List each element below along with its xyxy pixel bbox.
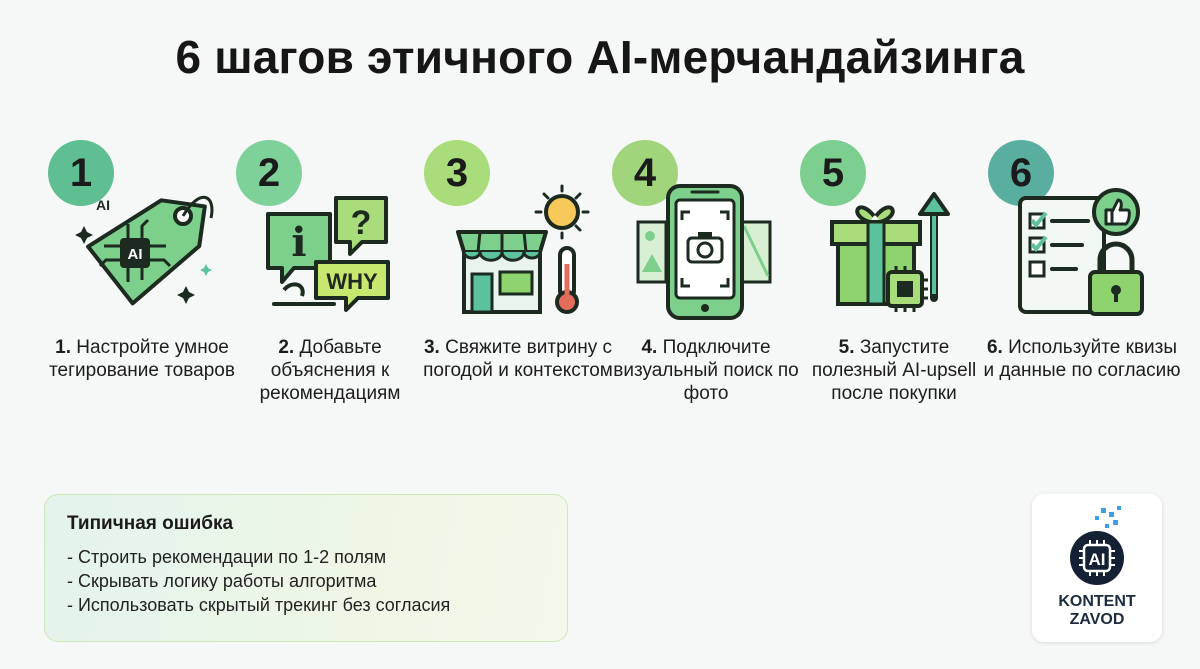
page-title: 6 шагов этичного AI-мерчандайзинга [175, 31, 1025, 83]
step-number-badge: 5 [800, 140, 866, 206]
step-description: 5. Запустите полезный AI-upsell после по… [811, 337, 977, 404]
mistake-item: - Строить рекомендации по 1-2 полям [67, 547, 387, 567]
step-6: 6 6. Используйте квизы и данные по согла… [984, 140, 1180, 440]
step-description: 1. Настройте умное тегирование товаров [49, 337, 235, 381]
step-2: 2 i ? WHY 2. Добавьте объяснения к реком… [236, 140, 424, 440]
tag-chip-text: AI [128, 246, 143, 263]
mistake-item: - Скрывать логику работы алгоритма [67, 571, 377, 591]
step-description: 6. Используйте квизы и данные по согласи… [983, 337, 1181, 381]
step-number-badge: 2 [236, 140, 302, 206]
step-description: 4. Подключите визуальный поиск по фото [613, 337, 799, 404]
step-number-badge: 6 [988, 140, 1054, 206]
explanation-bubbles-icon: i ? WHY [254, 176, 404, 326]
step-number-badge: 3 [424, 140, 490, 206]
logo-chip-text: AI [1089, 550, 1106, 569]
why-bubble-text: WHY [326, 269, 378, 294]
step-number-badge: 1 [48, 140, 114, 206]
phone-camera-icon [630, 176, 780, 326]
mistakes-title: Типичная ошибка [67, 513, 234, 534]
logo-text: KONTENT ZAVOD [1032, 593, 1162, 629]
ai-chip-logo-icon: AI [1070, 506, 1124, 585]
checklist-lock-icon [1006, 176, 1156, 326]
step-1: 1 AI AI 1. Настройте умное тегирование т… [48, 140, 236, 440]
kontent-zavod-logo: AI KONTENT ZAVOD [1032, 494, 1162, 642]
logo-line-2: ZAVOD [1069, 611, 1125, 628]
svg-text:i: i [291, 219, 306, 266]
typical-mistakes-box: Типичная ошибка - Строить рекомендации п… [44, 494, 568, 642]
step-description: 2. Добавьте объяснения к рекомендациям [259, 337, 401, 404]
step-3: 3 3. Свяжите витрину с погодой и контекс… [423, 140, 613, 440]
logo-line-1: KONTENT [1058, 593, 1136, 610]
step-4: 4 4. Подключите визуальный поиск по фото [612, 140, 800, 440]
step-5: 5 5. Запустите полезный AI-upsell после … [800, 140, 988, 440]
svg-text:?: ? [351, 204, 372, 242]
ai-tag-icon: AI AI [66, 176, 216, 326]
step-number-badge: 4 [612, 140, 678, 206]
svg-text:AI: AI [96, 197, 110, 213]
step-description: 3. Свяжите витрину с погодой и контексто… [423, 337, 613, 381]
mistake-item: - Использовать скрытый трекинг без согла… [67, 595, 451, 615]
storefront-weather-icon [442, 176, 592, 326]
gift-chip-icon [818, 176, 968, 326]
